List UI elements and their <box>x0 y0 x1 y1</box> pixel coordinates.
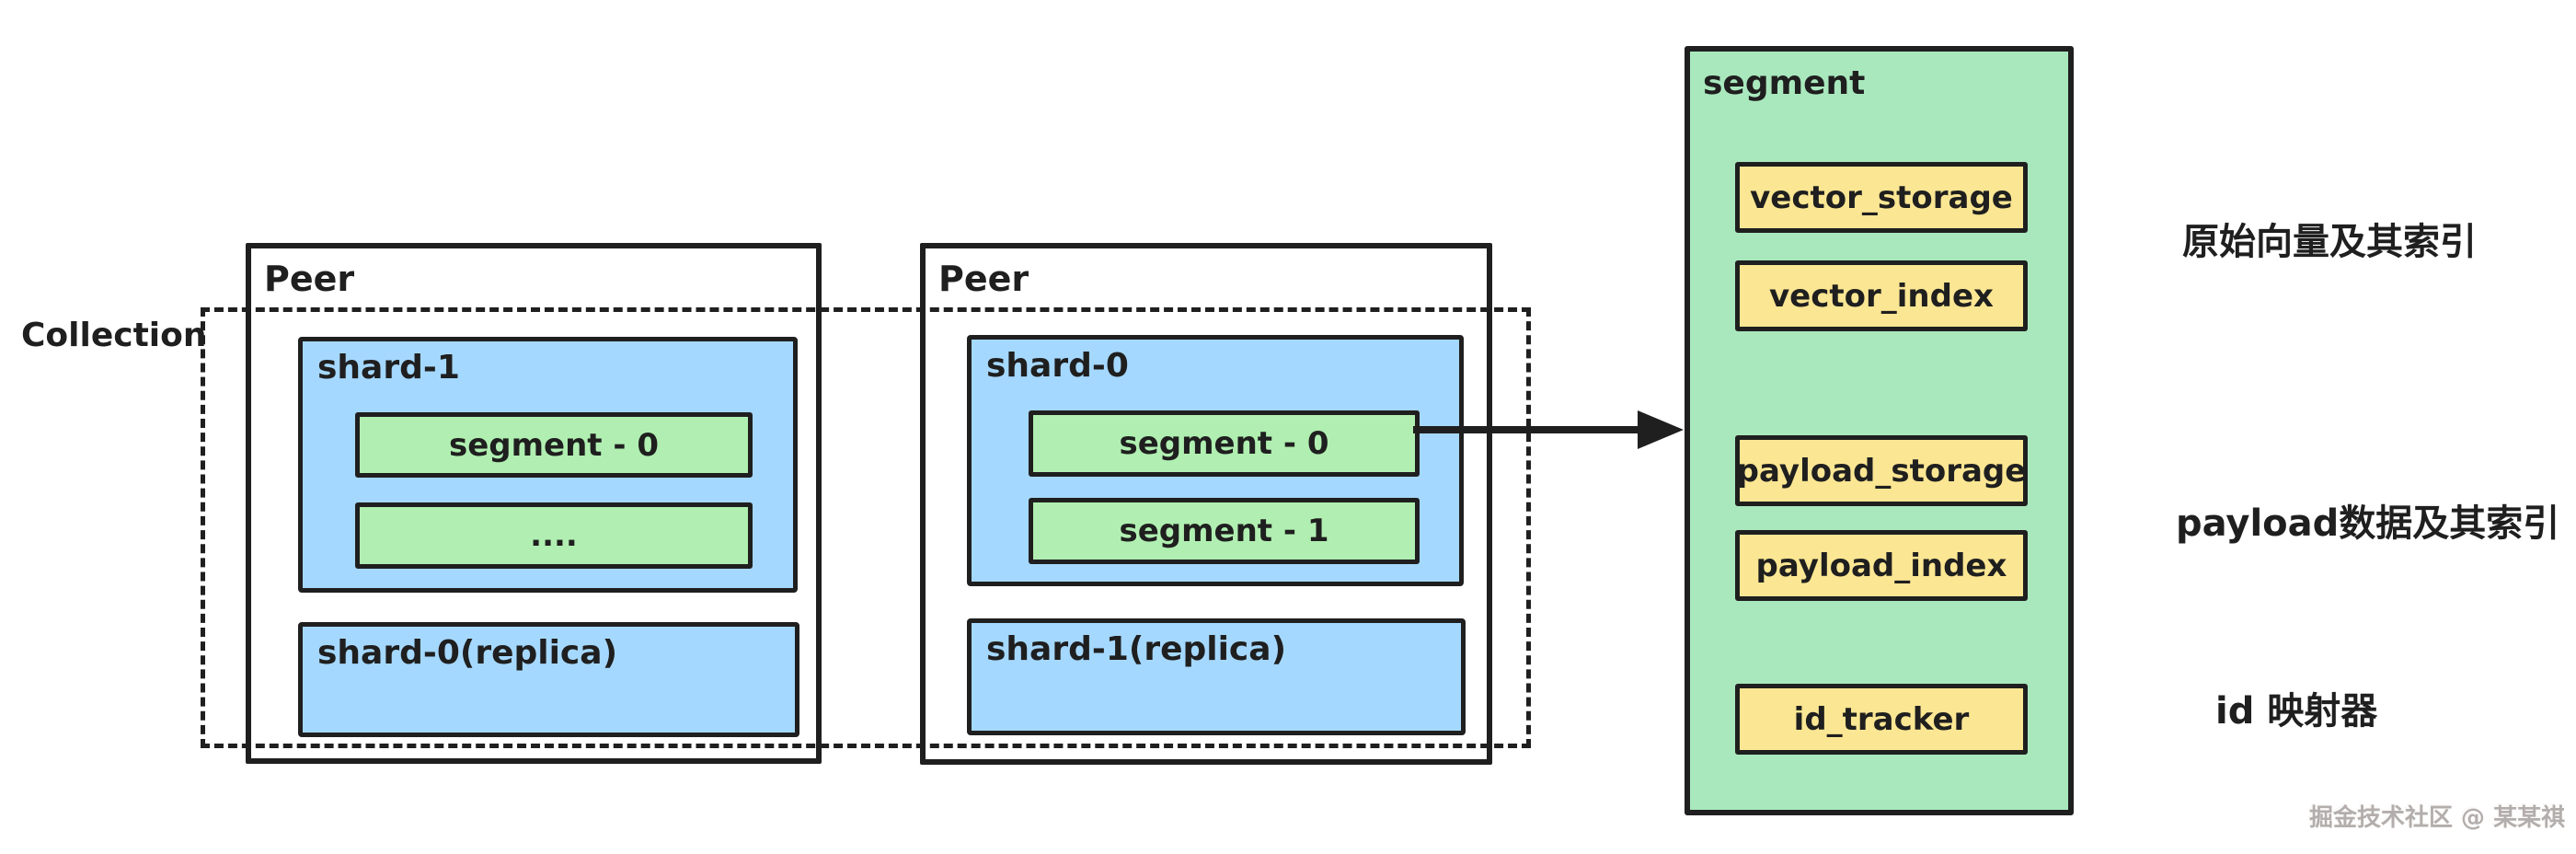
annotation-vector-index: 原始向量及其索引 <box>2182 221 2477 263</box>
shard-box-shard-0-replica: shard-0(replica) <box>298 622 799 737</box>
annotation-payload-index: payload数据及其索引 <box>2176 502 2560 545</box>
shard-label: shard-1 <box>317 349 460 387</box>
arrow-connector <box>1413 410 1684 449</box>
segment-chip: segment - 1 <box>1029 498 1420 564</box>
annotation-id-mapper: id 映射器 <box>2215 690 2378 733</box>
shard-box-shard-1-replica: shard-1(replica) <box>967 618 1466 735</box>
shard-label: shard-1(replica) <box>986 630 1287 668</box>
segment-detail-box: segment vector_storage vector_index payl… <box>1685 46 2074 815</box>
peer-box-2: Peer shard-0 segment - 0 segment - 1 sha… <box>920 243 1492 765</box>
watermark-text: 掘金技术社区 @ 某某祺 <box>2309 804 2566 832</box>
component-box-vector-storage: vector_storage <box>1735 162 2028 233</box>
shard-box-shard-1: shard-1 segment - 0 .... <box>298 337 798 593</box>
segment-chip: segment - 0 <box>355 412 753 478</box>
collection-boundary-box <box>201 307 1531 748</box>
component-box-payload-storage: payload_storage <box>1735 435 2028 506</box>
segment-detail-title: segment <box>1703 64 1866 102</box>
peer-box-1: Peer shard-1 segment - 0 .... shard-0(re… <box>246 243 822 764</box>
component-box-payload-index: payload_index <box>1735 530 2028 601</box>
peer-label: Peer <box>264 259 355 299</box>
collection-label: Collection <box>21 317 207 354</box>
segment-chip: segment - 0 <box>1029 410 1420 477</box>
component-box-vector-index: vector_index <box>1735 260 2028 331</box>
shard-box-shard-0: shard-0 segment - 0 segment - 1 <box>967 335 1464 586</box>
component-box-id-tracker: id_tracker <box>1735 684 2028 755</box>
peer-label: Peer <box>938 259 1029 299</box>
shard-label: shard-0(replica) <box>317 634 618 672</box>
arrow-head <box>1638 410 1684 449</box>
shard-label: shard-0 <box>986 347 1129 385</box>
segment-chip: .... <box>355 502 753 569</box>
